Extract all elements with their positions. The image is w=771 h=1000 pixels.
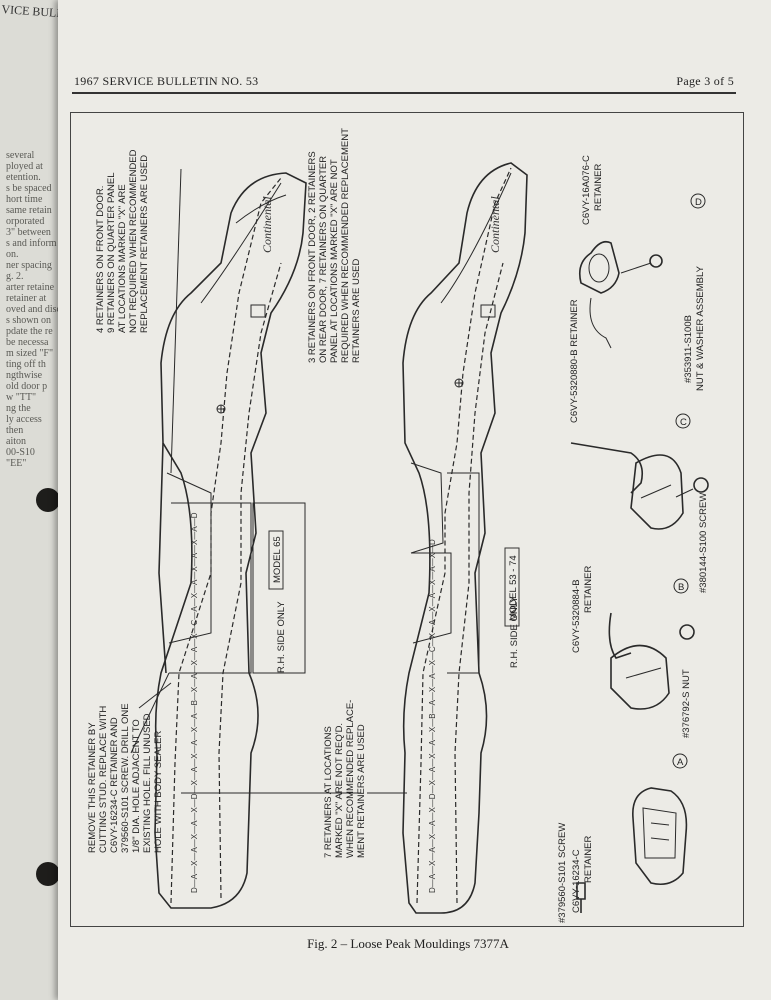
part-b-nut: #376792-S NUT <box>681 669 692 738</box>
part-d-nut: #353911-S100B <box>683 315 694 383</box>
lower-model-label: MODEL 53 - 74 <box>508 555 519 621</box>
back-sheet-line: on. <box>6 249 19 260</box>
part-c-retainer: C6VY-5320880-B RETAINER C #380144-S100 S… <box>569 299 709 593</box>
back-sheet-line: s shown on <box>6 315 52 326</box>
note-line: REPLACEMENT RETAINERS ARE USED <box>139 155 150 333</box>
part-b-letter: B <box>678 582 684 593</box>
note-line: MENT RETAINERS ARE USED <box>356 724 367 858</box>
part-d-retainer: C6VY-16A076-C RETAINER D #353911-S100B N… <box>578 155 706 391</box>
note-line: REMOVE THIS RETAINER BY <box>87 722 98 853</box>
figure-caption: Fig. 2 – Loose Peak Mouldings 7377A <box>307 936 509 951</box>
back-sheet-line: m sized "F" <box>6 348 54 359</box>
part-c-letter: C <box>680 417 687 428</box>
header-rule <box>72 92 736 94</box>
note-line: REQUIRED WHEN RECOMMENDED REPLACEMENT <box>340 128 351 363</box>
back-sheet-line: be necessa <box>6 337 49 348</box>
back-sheet-line: pdate the re <box>6 326 53 337</box>
part-d-nut-assembly: NUT & WASHER ASSEMBLY <box>695 265 706 391</box>
upper-side-label: R.H. SIDE ONLY <box>276 601 287 673</box>
part-a-number: C6VY-16234-C <box>571 849 582 913</box>
back-sheet-line: etention. <box>6 172 41 183</box>
upper-brand-script: Continental <box>260 196 274 253</box>
note-line: RETAINERS ARE USED <box>351 259 362 363</box>
back-sheet-line: several <box>6 150 35 161</box>
part-a-screw: #379560-S101 SCREW <box>557 823 568 923</box>
note-line: AT LOCATIONS MARKED "X" ARE <box>117 184 128 333</box>
back-sheet-line: arter retaine <box>6 282 55 293</box>
back-sheet-line: ng the <box>6 403 31 414</box>
part-a-letter: A <box>677 757 684 768</box>
part-c-screw: #380144-S100 SCREW <box>698 493 709 593</box>
figure-frame: .ln { fill: none; stroke: #2a2a2a; strok… <box>70 112 744 927</box>
note-line: 3 RETAINERS ON FRONT DOOR, 2 RETAINERS <box>307 151 318 363</box>
part-d-name: RETAINER <box>593 164 604 211</box>
back-sheet-line: g. 2. <box>6 271 24 282</box>
lower-code-string: D—A—X—A—X—A—X—D—X—A—X—A—X—B—A—X—A—X—C—X—… <box>428 539 437 893</box>
punch-hole <box>36 862 60 886</box>
back-sheet-line: old door p <box>6 381 48 392</box>
back-sheet-line: ting off th <box>6 359 46 370</box>
bulletin-page: 1967 SERVICE BULLETIN NO. 53 Page 3 of 5… <box>58 0 771 1000</box>
lower-side-label: R.H. SIDE ONLY <box>509 596 520 668</box>
note-line: HOLE WITH BODY SEALER <box>153 731 164 853</box>
note-line: 7 RETAINERS AT LOCATIONS <box>323 726 334 858</box>
upper-code-string: D—A—X—A—X—A—X—D—X—A—X—A—X—A—B—X—A—X—A—X—… <box>190 512 199 893</box>
upper-car-note-top: 4 RETAINERS ON FRONT DOOR.9 RETAINERS ON… <box>95 149 150 333</box>
back-sheet-line: ly access <box>6 414 42 425</box>
note-line: 379560-S101 SCREW. DRILL ONE <box>120 703 131 853</box>
back-sheet-line: s be spaced <box>6 183 52 194</box>
back-sheet-line: orporated <box>6 216 45 227</box>
page-number: Page 3 of 5 <box>676 74 734 88</box>
note-line: WHEN RECOMMENDED REPLACE- <box>345 700 356 858</box>
back-sheet-line: "EE" <box>6 458 27 469</box>
part-a-retainer: C6VY-16234-C RETAINER A #379560-S101 SCR… <box>557 753 688 923</box>
upper-car-diagram: Continental MODEL 65 R.H. SIDE ONLY D—A—… <box>130 168 361 909</box>
back-sheet-line: w "TT" <box>6 392 37 403</box>
part-b-name: RETAINER <box>583 566 594 613</box>
back-sheet-line: ner spacing <box>6 260 52 271</box>
note-line: PANEL AT LOCATIONS MARKED "X" ARE NOT <box>329 159 340 363</box>
note-line: 9 RETAINERS ON QUARTER PANEL <box>106 173 117 333</box>
back-sheet-line: then <box>6 425 24 436</box>
part-c-number: C6VY-5320880-B RETAINER <box>569 299 580 423</box>
back-sheet-line: same retain <box>6 205 52 216</box>
note-line: ON REAR DOOR, 7 RETAINERS ON QUARTER <box>318 156 329 363</box>
back-sheet-line: ngthwise <box>6 370 43 381</box>
back-sheet-line: oved and disc <box>6 304 61 315</box>
note-line: 1/8" DIA. HOLE ADJACENT TO <box>131 719 142 853</box>
part-b-retainer: C6VY-5320884-B RETAINER B #376792-S NUT <box>571 566 695 738</box>
part-b-number: C6VY-5320884-B <box>571 579 582 653</box>
back-sheet-line: aiton <box>6 436 26 447</box>
part-c-marker <box>675 413 691 429</box>
punch-hole <box>36 488 60 512</box>
back-sheet-line: hort time <box>6 194 43 205</box>
part-a-marker <box>672 753 688 769</box>
note-line: EXISTING HOLE. FILL UNUSED <box>142 713 153 853</box>
note-line: CUTTING STUD. REPLACE WITH <box>98 706 109 853</box>
part-b-marker <box>673 578 689 594</box>
part-a-name: RETAINER <box>583 836 594 883</box>
back-sheet-line: s and inform <box>6 238 57 249</box>
upper-model-label: MODEL 65 <box>272 536 283 583</box>
back-sheet-line: 3" between <box>6 227 51 238</box>
note-line: C6VY-16234-C RETAINER AND <box>109 717 120 853</box>
back-sheet-line: 00-S10 <box>6 447 35 458</box>
part-d-number: C6VY-16A076-C <box>581 155 592 225</box>
back-sheet-line: retainer at <box>6 293 47 304</box>
note-line: MARKED "X" ARE NOT REQ'D. <box>334 723 345 858</box>
lower-car-diagram: Continental MODEL 53 - 74 R.H. SIDE ONLY… <box>367 162 528 914</box>
figure-drawing: .ln { fill: none; stroke: #2a2a2a; strok… <box>87 128 709 923</box>
page-header: 1967 SERVICE BULLETIN NO. 53 Page 3 of 5 <box>74 74 734 92</box>
part-d-letter: D <box>695 197 702 208</box>
bulletin-title: 1967 SERVICE BULLETIN NO. 53 <box>74 74 259 88</box>
part-d-marker <box>690 193 706 209</box>
note-line: 4 RETAINERS ON FRONT DOOR. <box>95 186 106 333</box>
note-line: NOT REQUIRED WHEN RECOMMENDED <box>128 149 139 333</box>
back-sheet-line: ployed at <box>6 161 43 172</box>
lower-brand-script: Continental <box>488 196 502 253</box>
